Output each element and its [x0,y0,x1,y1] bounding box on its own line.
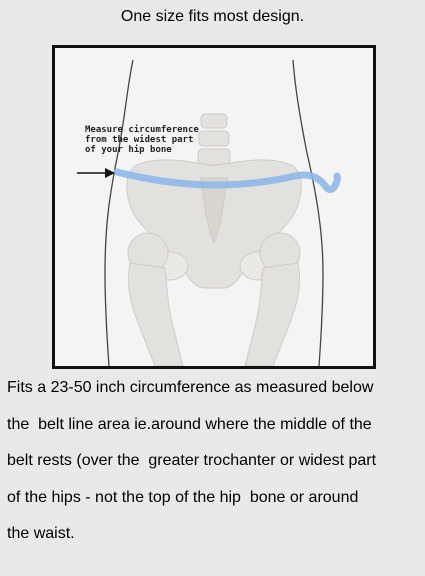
femur-bones [127,232,301,366]
description-line: of the hips - not the top of the hip bon… [7,488,359,506]
measure-callout: Measure circumference from the widest pa… [85,125,199,155]
hip-measurement-illustration: Measure circumference from the widest pa… [52,45,376,369]
measuring-band [113,168,341,193]
description-line: the belt line area ie.around where the m… [7,415,372,433]
callout-line: from the widest part [85,135,194,145]
description-line: Fits a 23-50 inch circumference as measu… [7,379,374,396]
arrow-icon [77,168,115,178]
callout-line: Measure circumference [85,125,199,135]
body-outline-left [104,59,134,366]
description-line: belt rests (over the greater trochanter … [7,452,377,469]
callout-line: of your hip bone [85,145,172,155]
description-line: the waist. [7,525,75,542]
fit-description: Fits a 23-50 inch circumference as measu… [7,370,419,553]
spine [197,113,231,166]
body-outline-right [292,59,324,366]
pelvis-diagram [77,59,341,366]
page-title: One size fits most design. [120,8,305,25]
